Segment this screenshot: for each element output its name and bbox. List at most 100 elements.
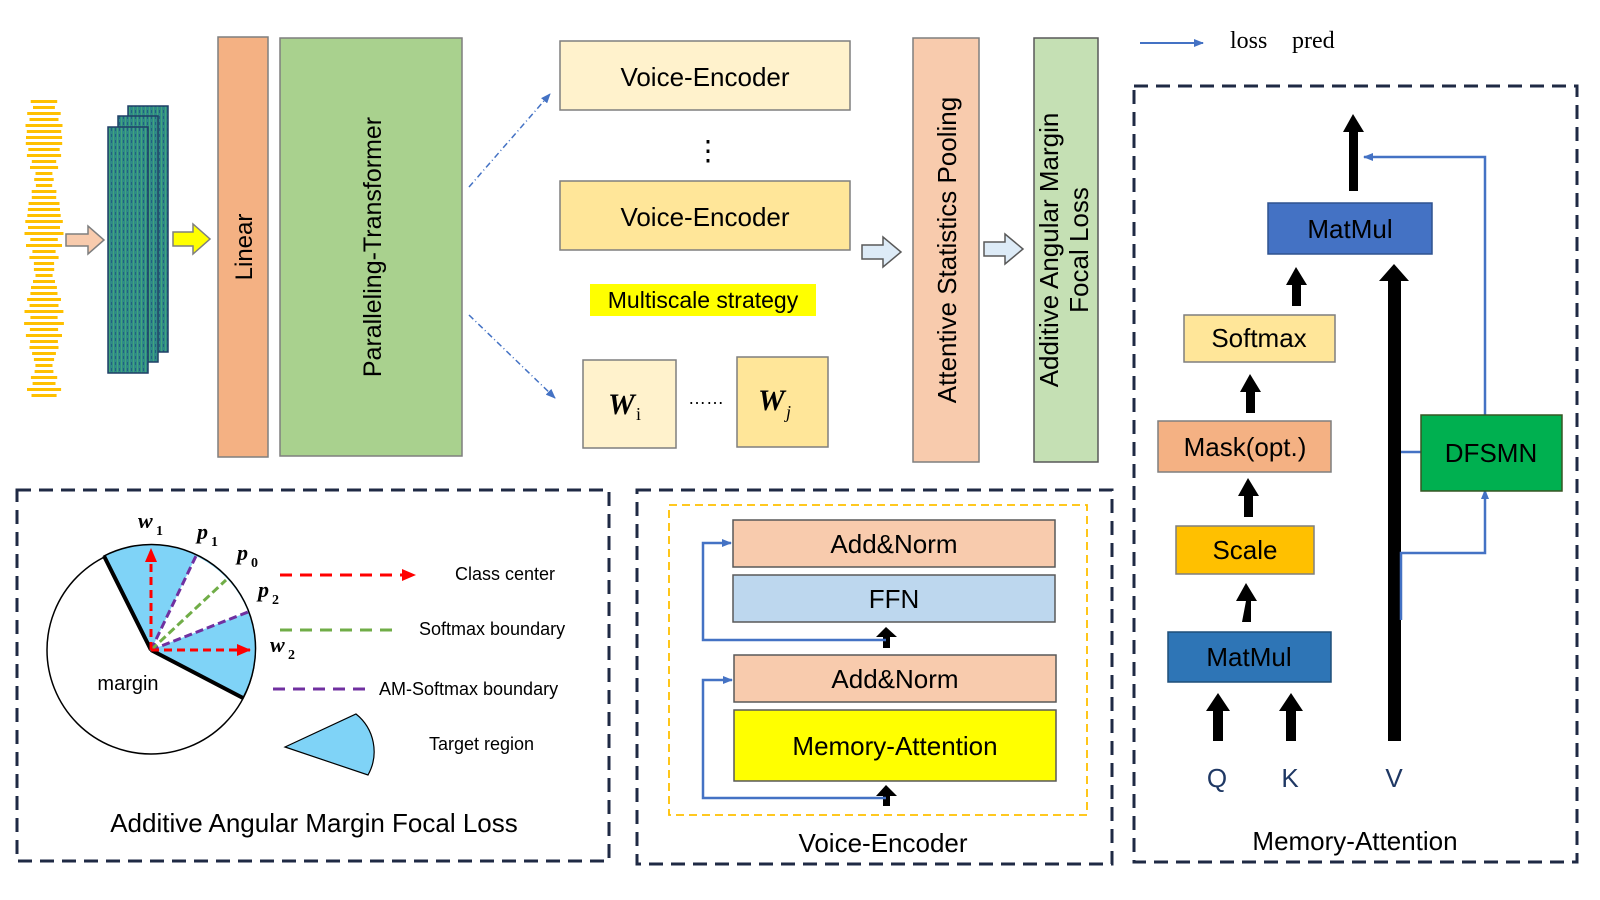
waveform-bar — [30, 316, 58, 319]
aam-panel-border — [15, 488, 611, 863]
weight-i-subscript: i — [636, 404, 641, 424]
waveform-bar — [29, 118, 59, 121]
v-input-arrow-icon — [1379, 264, 1409, 741]
waveform-bar — [33, 106, 55, 109]
am-softmax-boundary-legend-label: AM-Softmax boundary — [379, 679, 558, 699]
voice-encoder-top-block — [559, 40, 851, 111]
waveform-bar — [30, 292, 58, 295]
weight-j-box — [736, 356, 829, 448]
weight-j-subscript: j — [784, 402, 791, 422]
input-arrow-icon — [65, 224, 106, 256]
aam-focal-loss-line1: Additive Angular Margin — [1034, 113, 1064, 388]
matmul-bottom-label: MatMul — [1206, 642, 1291, 672]
waveform-bar — [31, 286, 57, 289]
mask-to-softmax-arrow-icon — [1240, 374, 1261, 413]
waveform-bar — [29, 304, 59, 307]
scale-to-mask-arrow-icon — [1238, 478, 1259, 517]
w1-subscript: 1 — [156, 524, 163, 539]
spectrogram-arrow-icon — [172, 222, 212, 256]
waveform-bar — [31, 160, 57, 163]
branch-arrow-up — [468, 93, 551, 188]
waveform-bar — [35, 274, 53, 277]
voice-encoder-panel-border — [635, 488, 1114, 866]
weight-j-label: W — [758, 384, 787, 417]
q-label: Q — [1207, 763, 1227, 793]
waveform-bar — [24, 232, 64, 235]
residual-connection-bottom — [701, 676, 886, 800]
softmax-to-matmul-arrow-icon — [1286, 267, 1307, 306]
region-edge-left — [102, 555, 153, 651]
dfsmn-block — [1420, 414, 1563, 492]
linear-layer — [217, 36, 269, 458]
legend-pred-label: pred — [1292, 28, 1335, 54]
dfsmn-label: DFSMN — [1445, 438, 1537, 468]
w2-subscript: 2 — [288, 648, 295, 663]
p2-label: p — [256, 577, 269, 602]
waveform-bar — [32, 382, 56, 385]
waveform-bar — [26, 244, 62, 247]
branch-arrow-down — [468, 314, 556, 399]
dfsmn-output-connection — [1363, 153, 1487, 454]
voice-encoder-bottom-label: Voice-Encoder — [620, 202, 789, 232]
waveform-bar — [26, 136, 63, 139]
k-input-arrow-icon — [1279, 693, 1303, 741]
add-norm-top-block — [732, 519, 1056, 568]
voice-encoder-top-label: Voice-Encoder — [620, 62, 789, 92]
softmax-boundary-legend-label: Softmax boundary — [419, 619, 565, 639]
top-legend: loss pred — [1140, 28, 1335, 54]
waveform-bar — [35, 184, 53, 187]
matmul-bottom-block — [1167, 631, 1332, 683]
region-edge-right — [150, 648, 244, 700]
voice-encoder-bottom-block — [559, 180, 851, 251]
waveform-bar — [30, 238, 58, 241]
add-norm-bottom-block — [733, 654, 1057, 703]
aam-circle-figure — [46, 543, 257, 755]
target-region-legend-label: Target region — [429, 734, 534, 754]
aam-panel-title: Additive Angular Margin Focal Loss — [110, 808, 518, 838]
add-norm-bottom-label: Add&Norm — [831, 664, 958, 694]
weight-i-label: W — [608, 388, 637, 421]
paralleling-transformer-block — [279, 37, 463, 457]
am-softmax-boundary-p1 — [149, 555, 198, 651]
attentive-statistics-pooling-label: Attentive Statistics Pooling — [932, 97, 962, 403]
waveform-bar — [33, 358, 55, 361]
memory-attention-panel-border — [1132, 84, 1579, 864]
waveform-bar — [30, 340, 58, 343]
waveform-bar — [28, 148, 60, 151]
waveform-bar — [30, 376, 58, 379]
voice-encoder-inner-border — [668, 504, 1088, 816]
ffn-input-arrow-icon — [876, 627, 897, 648]
attentive-statistics-pooling-block — [912, 37, 980, 463]
aam-focal-loss-block — [1033, 37, 1099, 463]
linear-label: Linear — [231, 214, 258, 281]
weight-i-box — [582, 359, 677, 449]
waveform-bar — [31, 190, 57, 193]
waveform-bar — [32, 250, 56, 253]
waveform-bar — [25, 142, 63, 145]
ffn-block — [732, 574, 1056, 623]
waveform-bar — [27, 112, 61, 115]
p1-label: p — [195, 519, 208, 544]
scale-block — [1175, 525, 1315, 575]
multiscale-strategy-label: Multiscale strategy — [608, 287, 799, 313]
memory-attention-block — [733, 709, 1057, 782]
waveform-bar — [27, 388, 62, 391]
matmul-top-label: MatMul — [1307, 214, 1392, 244]
matmul-top-block — [1267, 202, 1433, 255]
waveform-bar — [27, 208, 60, 211]
waveform-bar — [29, 328, 59, 331]
waveform-bar — [25, 124, 63, 127]
w2-label: w — [270, 632, 285, 657]
softmax-label: Softmax — [1211, 323, 1306, 353]
waveform-bar — [27, 298, 62, 301]
waveform-bar — [34, 178, 54, 181]
multiscale-highlight — [590, 284, 816, 316]
waveform-bar — [24, 322, 64, 325]
waveform-bar — [33, 280, 55, 283]
mask-block — [1157, 420, 1332, 473]
output-arrow-icon — [1343, 114, 1364, 191]
waveform-bar — [35, 364, 53, 367]
legend-loss-label: loss — [1230, 28, 1267, 54]
p1-subscript: 1 — [211, 535, 218, 550]
